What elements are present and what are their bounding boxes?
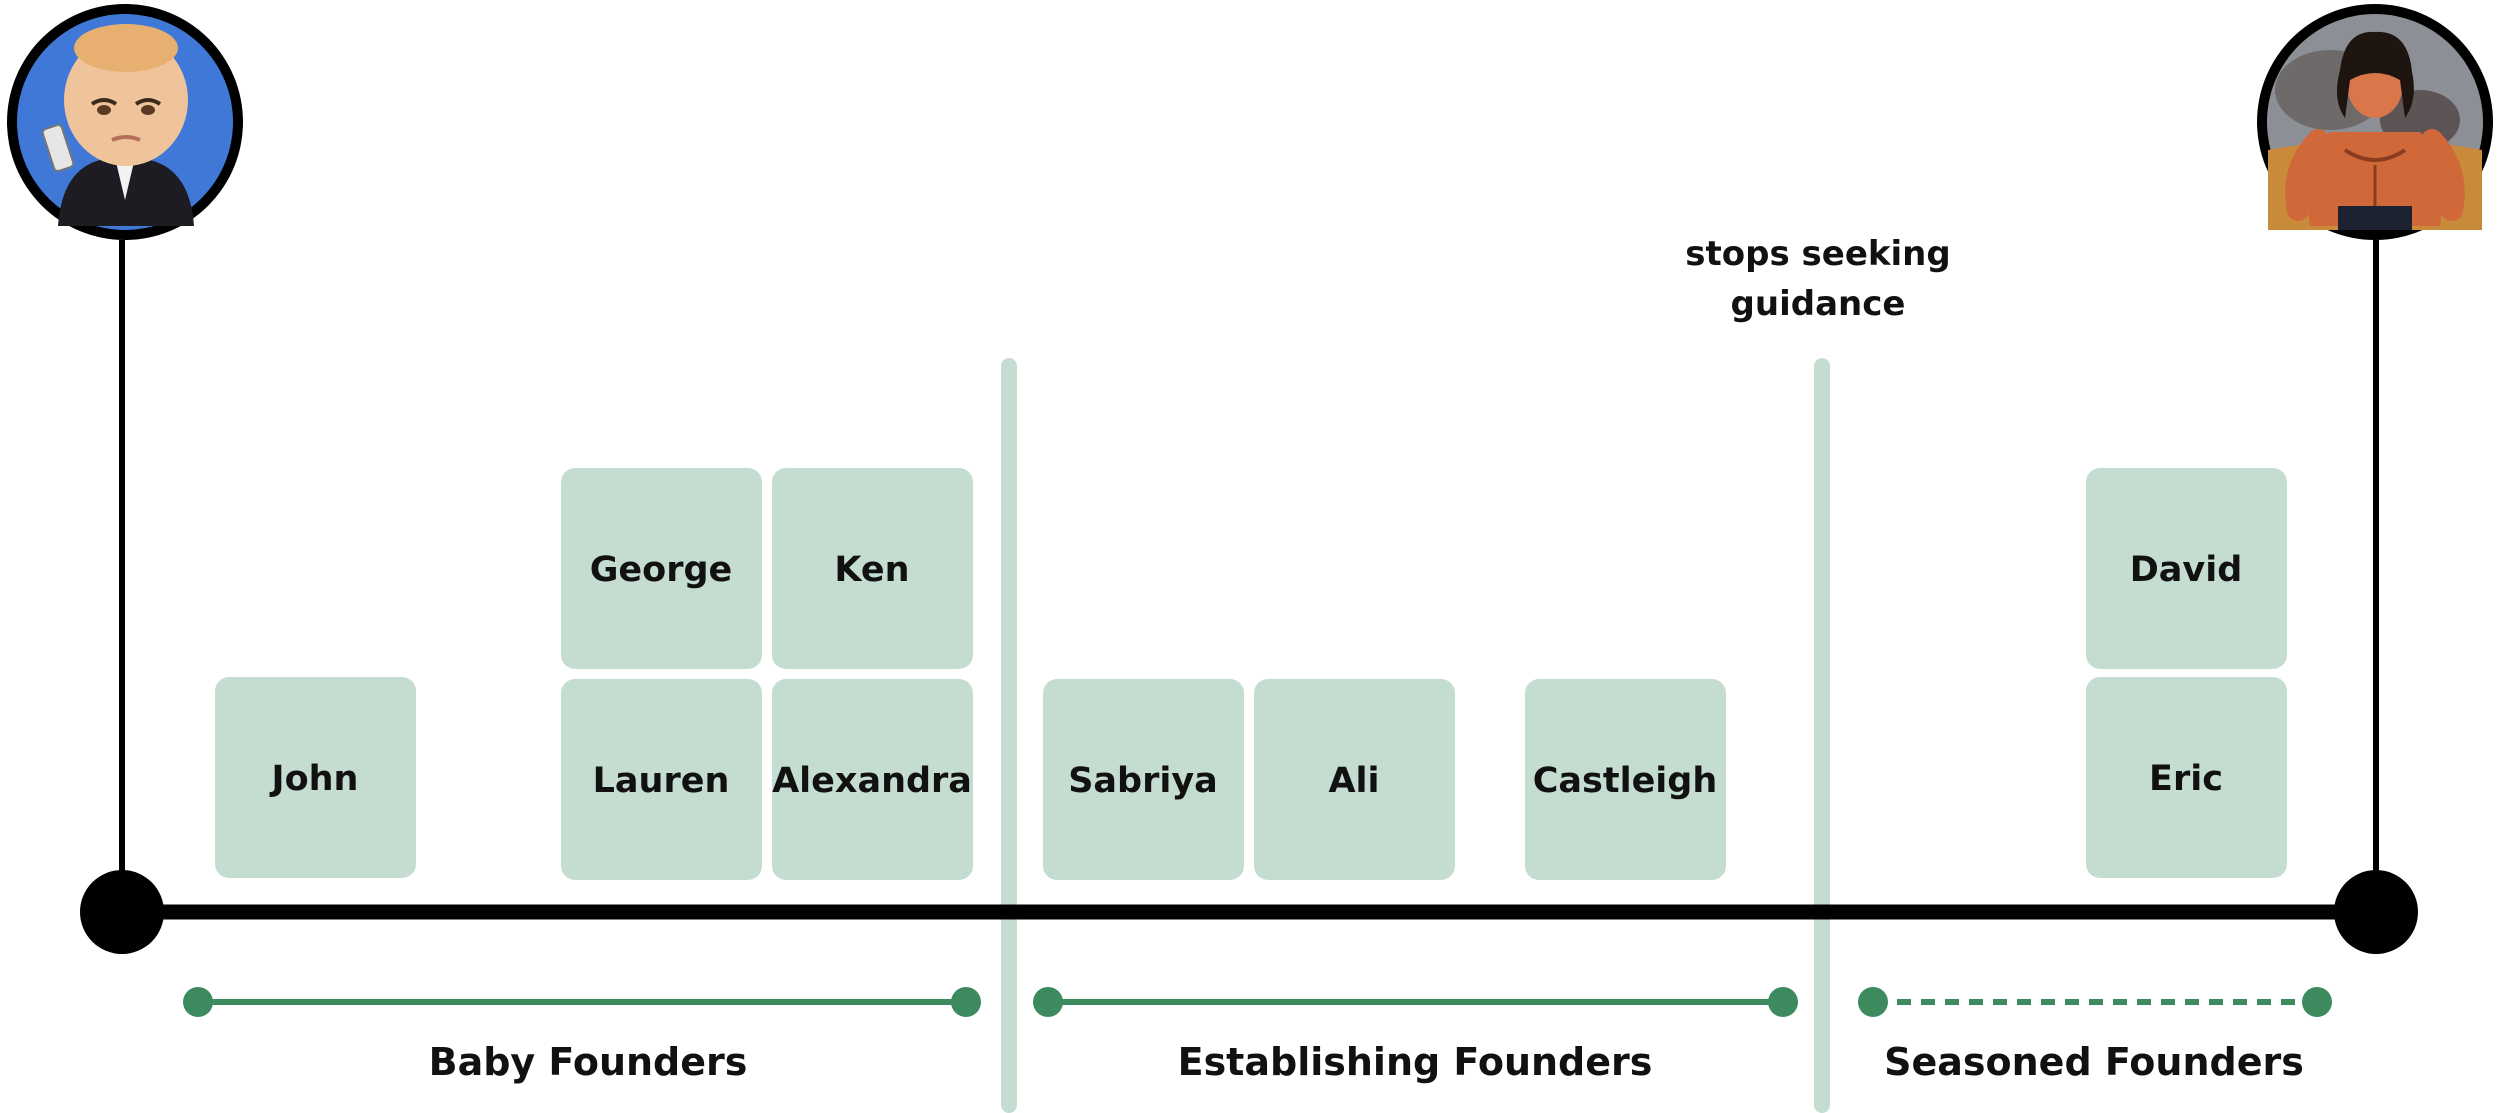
founder-name: Lauren — [593, 761, 730, 801]
stage-range-establishing-end-dot — [1768, 987, 1798, 1017]
founder-card-george: George — [561, 468, 762, 669]
founder-card-ali: Ali — [1254, 679, 1455, 880]
divider-establishing-seasoned — [1814, 358, 1830, 1113]
milestone-note-line2: guidance — [1731, 284, 1906, 324]
founder-card-ken: Ken — [772, 468, 973, 669]
axis-end-node — [2334, 870, 2418, 954]
muscular-warrior-avatar — [2257, 4, 2493, 240]
founder-name: Sabriya — [1068, 761, 1218, 801]
stage-range-seasoned-start-dot — [1858, 987, 1888, 1017]
founder-card-david: David — [2086, 468, 2287, 669]
founder-card-sabriya: Sabriya — [1043, 679, 1244, 880]
founder-card-castleigh: Castleigh — [1525, 679, 1726, 880]
stage-label-seasoned: Seasoned Founders — [1884, 1040, 2304, 1084]
axis-start-node — [80, 870, 164, 954]
stage-label-baby: Baby Founders — [429, 1040, 748, 1084]
founder-card-alexandra: Alexandra — [772, 679, 973, 880]
stage-range-establishing-start-dot — [1033, 987, 1063, 1017]
founder-name: Ali — [1328, 761, 1379, 801]
founder-card-lauren: Lauren — [561, 679, 762, 880]
founder-name: John — [270, 759, 359, 799]
founder-name: George — [590, 550, 733, 590]
founder-name: Ken — [834, 550, 909, 590]
founder-card-eric: Eric — [2086, 677, 2287, 878]
divider-baby-establishing — [1001, 358, 1017, 1113]
founder-name: Alexandra — [772, 761, 972, 801]
stage-range-seasoned-end-dot — [2302, 987, 2332, 1017]
founder-card-john: John — [215, 677, 416, 878]
stage-range-baby-end-dot — [951, 987, 981, 1017]
milestone-note-line1: stops seeking — [1685, 234, 1950, 274]
baby-boss-avatar — [7, 4, 243, 240]
founder-name: David — [2130, 550, 2243, 590]
stage-label-establishing: Establishing Founders — [1178, 1040, 1653, 1084]
founder-name: Eric — [2149, 759, 2223, 799]
founder-name: Castleigh — [1533, 761, 1718, 801]
stage-range-baby-start-dot — [183, 987, 213, 1017]
